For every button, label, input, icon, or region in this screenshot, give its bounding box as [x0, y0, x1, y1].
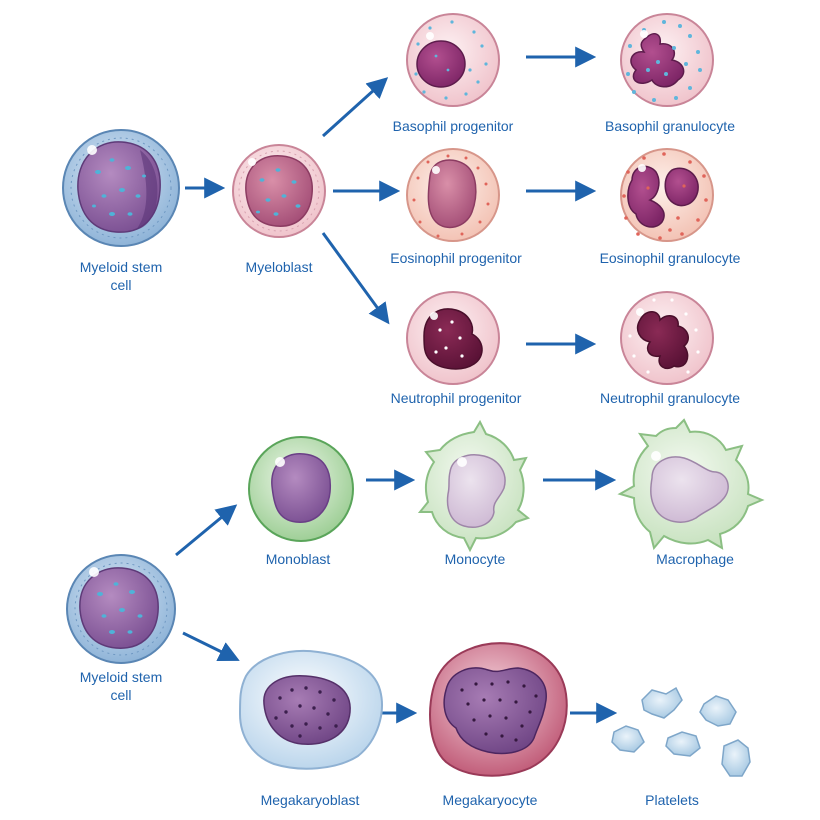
eosinophil-progenitor-cell	[406, 148, 500, 242]
platelet	[665, 731, 701, 757]
basophil-granulocyte-cell	[620, 13, 714, 107]
platelets-group	[611, 686, 751, 777]
eosinophil-granulocyte-cell	[620, 148, 714, 242]
arrows	[175, 46, 618, 724]
label-megakaryoblast: Megakaryoblast	[260, 792, 360, 808]
label-basophil-granulocyte: Basophil granulocyte	[605, 118, 735, 134]
label-monocyte: Monocyte	[444, 551, 506, 567]
label-myeloid-stem-cell-bottom: Myeloid stem cell	[79, 669, 163, 703]
neutrophil-granulocyte-cell	[620, 291, 714, 385]
myeloid-stem-cell-bottom	[66, 554, 176, 664]
label-neutrophil-progenitor: Neutrophil progenitor	[390, 390, 522, 406]
neutrophil-progenitor-cell	[406, 291, 500, 385]
label-megakaryocyte: Megakaryocyte	[442, 792, 538, 808]
platelet	[641, 686, 683, 719]
label-myeloblast: Myeloblast	[245, 259, 313, 275]
megakaryoblast-cell	[238, 650, 383, 770]
macrophage-cell	[617, 418, 765, 551]
platelet	[721, 739, 751, 777]
monoblast-cell	[248, 436, 354, 542]
monocyte-cell	[417, 419, 531, 553]
platelet	[611, 725, 645, 753]
label-basophil-progenitor: Basophil progenitor	[392, 118, 514, 134]
label-monoblast: Monoblast	[265, 551, 331, 567]
label-platelets: Platelets	[645, 792, 699, 808]
arrow-stem-to-megakaryoblast	[182, 631, 240, 662]
label-macrophage: Macrophage	[656, 551, 734, 567]
arrow-myeloblast-to-neutrophil	[321, 232, 390, 325]
platelet	[699, 695, 737, 727]
myeloblast-cell	[232, 144, 326, 238]
megakaryocyte-cell	[429, 642, 568, 777]
arrow-stem-to-monoblast	[175, 504, 238, 557]
label-eosinophil-progenitor: Eosinophil progenitor	[390, 250, 522, 266]
basophil-progenitor-cell	[406, 13, 500, 107]
myeloid-stem-cell-top	[62, 129, 180, 247]
label-myeloid-stem-cell-top: Myeloid stem cell	[79, 259, 163, 293]
label-neutrophil-granulocyte: Neutrophil granulocyte	[599, 390, 741, 406]
label-eosinophil-granulocyte: Eosinophil granulocyte	[599, 250, 741, 266]
arrow-myeloblast-to-basophil	[321, 77, 389, 138]
